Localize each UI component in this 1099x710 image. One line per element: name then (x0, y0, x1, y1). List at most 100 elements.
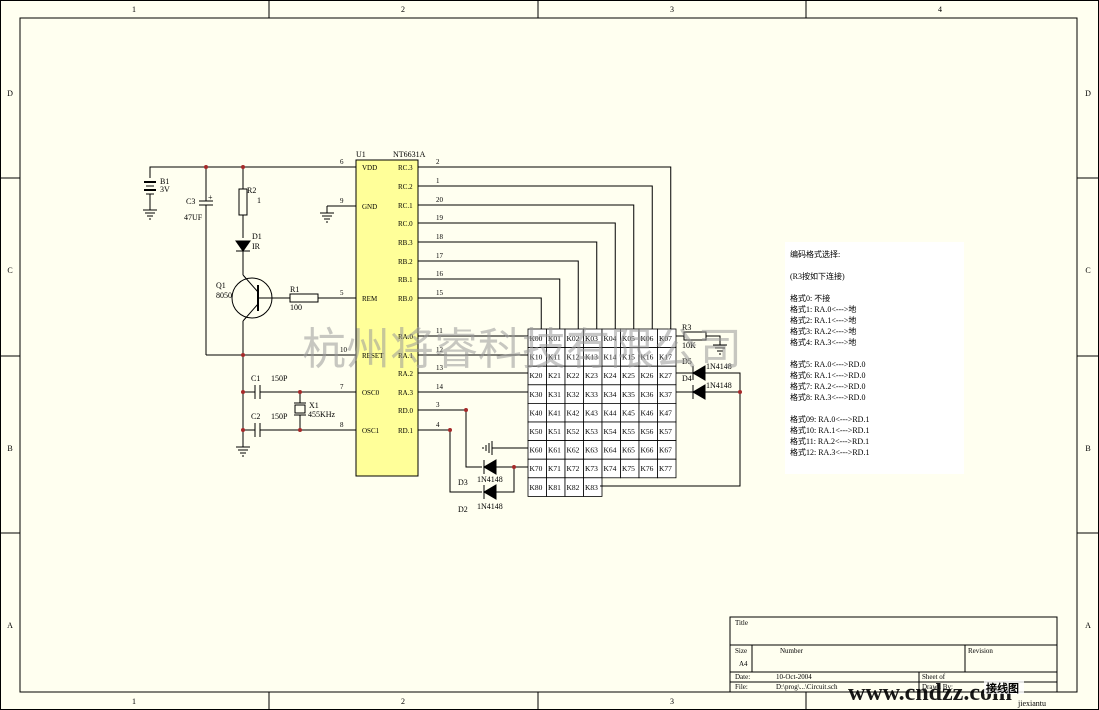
key-label: K51 (548, 427, 561, 436)
pin-name-vdd: VDD (362, 164, 377, 172)
pin-num-rb-1: 16 (436, 270, 444, 278)
key-label: K61 (548, 446, 561, 455)
note-line: 格式11: RA.2<--->RD.1 (790, 436, 869, 446)
pin-name-ra-1: RA.1 (398, 352, 413, 360)
key-label: K60 (530, 446, 543, 455)
key-label: K26 (641, 371, 654, 380)
key-label: K70 (530, 464, 543, 473)
key-label: K13 (585, 353, 598, 362)
d5-ref: D5 (682, 357, 692, 366)
pin-num-osc1: 8 (340, 421, 344, 429)
tb-sheet-label: Sheet of (922, 673, 946, 681)
pin-name-ra-0: RA.0 (398, 333, 413, 341)
zone-col-3-bottom: 3 (670, 697, 674, 706)
tb-number-label: Number (780, 647, 804, 655)
pin-num-rb-0: 15 (436, 289, 444, 297)
tb-date-value: 10-Oct-2004 (776, 673, 812, 681)
key-label: K22 (567, 371, 580, 380)
d4-value: 1N4148 (706, 381, 732, 390)
zone-col-2-bottom: 2 (401, 697, 405, 706)
note-line: 格式12: RA.3<--->RD.1 (790, 447, 869, 457)
zone-row-a-right: A (1085, 621, 1091, 630)
r3-value: 10K (682, 341, 696, 350)
b1-value: 3V (160, 185, 170, 194)
pin-name-rb-0: RB.0 (398, 295, 413, 303)
key-label: K43 (585, 408, 598, 417)
note-line: 格式0: 不接 (790, 293, 830, 303)
note-line: 格式7: RA.2<--->RD.0 (790, 381, 865, 391)
key-label: K40 (530, 408, 543, 417)
pin-num-reset: 10 (340, 346, 348, 354)
b1-ref: B1 (160, 177, 169, 186)
key-label: K06 (641, 334, 654, 343)
diode-labels: D3 1N4148 D2 1N4148 D5 1N4148 D4 1N4148 … (458, 323, 732, 514)
d2-value: 1N4148 (477, 502, 503, 511)
key-label: K46 (641, 408, 654, 417)
c3-ref: C3 (186, 197, 195, 206)
q1-ref: Q1 (216, 281, 226, 290)
key-label: K56 (641, 427, 654, 436)
key-label: K67 (659, 446, 672, 455)
key-label: K16 (641, 353, 654, 362)
note-title: 编码格式选择: (790, 249, 840, 259)
pin-num-rd-1: 4 (436, 421, 440, 429)
key-label: K72 (567, 464, 580, 473)
inner-frame (19, 17, 1078, 693)
note-line: 格式8: RA.3<--->RD.0 (790, 392, 865, 402)
chip-ref: U1 (356, 150, 366, 159)
key-label: K54 (604, 427, 617, 436)
d3-ref: D3 (458, 478, 468, 487)
key-cell (583, 477, 603, 497)
key-label: K66 (641, 446, 654, 455)
tb-file-label: File: (735, 683, 748, 691)
d4-ref: D4 (682, 374, 692, 383)
key-label: K83 (585, 483, 598, 492)
note-line: 格式3: RA.2<--->地 (790, 326, 856, 336)
power-circuit (143, 166, 356, 457)
diode-junctions (448, 390, 742, 469)
zone-col-4-top: 4 (938, 5, 942, 14)
zone-row-b-left: B (7, 444, 12, 453)
key-label: K71 (548, 464, 561, 473)
chip-u1: U1 NT6631A 6VDD9GND5REM10RESET7OSC08OSC1… (340, 150, 444, 477)
pin-name-rem: REM (362, 295, 378, 303)
key-label: K30 (530, 390, 543, 399)
zone-col-1-bottom: 1 (132, 697, 136, 706)
key-label: K25 (622, 371, 635, 380)
tb-date-label: Date: (735, 673, 750, 681)
key-label: K21 (548, 371, 561, 380)
pin-num-ra-0: 11 (436, 327, 443, 335)
key-label: K75 (622, 464, 635, 473)
key-label: K65 (622, 446, 635, 455)
tb-revision-label: Revision (968, 647, 993, 655)
pin-name-rb-1: RB.1 (398, 276, 413, 284)
key-label: K64 (604, 446, 617, 455)
power-junctions (204, 165, 302, 432)
pin-num-ra-2: 13 (436, 364, 444, 372)
c3-value: 47UF (184, 213, 203, 222)
zone-row-d-left: D (7, 89, 13, 98)
key-label: K36 (641, 390, 654, 399)
pin-num-osc0: 7 (340, 383, 344, 391)
chip-right-pins: RC.32RC.21RC.120RC.019RB.318RB.217RB.116… (398, 158, 444, 435)
key-label: K07 (659, 334, 672, 343)
d2-ref: D2 (458, 505, 468, 514)
key-label: K52 (567, 427, 580, 436)
zone-row-c-left: C (7, 266, 12, 275)
key-label: K37 (659, 390, 672, 399)
pin-name-rb-2: RB.2 (398, 258, 413, 266)
pin-name-reset: RESET (362, 352, 384, 360)
site-logo-badge: 接线图 (986, 681, 1019, 695)
note-line: 格式1: RA.0<--->地 (790, 304, 856, 314)
r1-value: 100 (290, 303, 302, 312)
tb-file-value: D:\prog\...\Circuit.sch (776, 683, 838, 691)
key-label: K77 (659, 464, 672, 473)
zone-col-2-top: 2 (401, 5, 405, 14)
key-label: K41 (548, 408, 561, 417)
d3-value: 1N4148 (477, 475, 503, 484)
note-line: 格式5: RA.0<--->RD.0 (790, 359, 865, 369)
key-cell (657, 458, 677, 479)
